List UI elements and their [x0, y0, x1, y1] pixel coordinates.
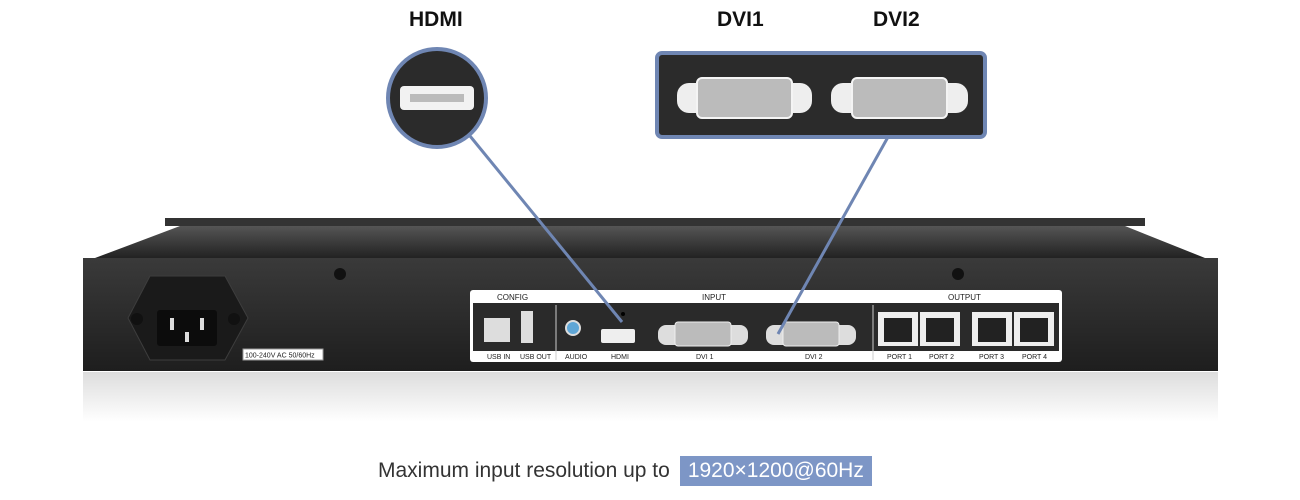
- hdmi-port[interactable]: [601, 329, 635, 343]
- hdmi-callout-label: HDMI: [409, 8, 463, 31]
- dvi1-callout-label: DVI1: [717, 8, 764, 31]
- port-label: DVI 2: [805, 354, 823, 361]
- input-section-label: INPUT: [702, 293, 726, 302]
- config-section-label: CONFIG: [497, 293, 528, 302]
- port-label: PORT 1: [887, 354, 912, 361]
- rj45-ports[interactable]: [878, 312, 1054, 346]
- caption-text: Maximum input resolution up to: [378, 459, 670, 482]
- port-label: PORT 2: [929, 354, 954, 361]
- hdmi-callout-line: [468, 135, 624, 323]
- output-section-label: OUTPUT: [948, 293, 981, 302]
- port-label: HDMI: [611, 354, 629, 361]
- power-rating-label: 100-240V AC 50/60Hz: [245, 353, 315, 360]
- dvi2-callout-label: DVI2: [873, 8, 920, 31]
- screw-icon: [334, 268, 346, 280]
- chassis-top: [95, 226, 1205, 258]
- port-label: PORT 3: [979, 354, 1004, 361]
- reflection: [83, 372, 1218, 422]
- usb-b-port[interactable]: [484, 318, 510, 342]
- port-label: DVI 1: [696, 354, 714, 361]
- resolution-highlight: 1920×1200@60Hz: [679, 456, 872, 486]
- port-label: USB IN: [487, 354, 510, 361]
- port-label: AUDIO: [565, 354, 588, 361]
- screw-icon: [952, 268, 964, 280]
- audio-jack[interactable]: [565, 320, 581, 336]
- port-label: PORT 4: [1022, 354, 1047, 361]
- usb-a-port[interactable]: [521, 311, 533, 343]
- dvi-callout-line: [776, 136, 890, 335]
- port-label: USB OUT: [520, 354, 552, 361]
- rack-ears: [165, 218, 1145, 226]
- caption: Maximum input resolution up to 1920×1200…: [378, 456, 872, 486]
